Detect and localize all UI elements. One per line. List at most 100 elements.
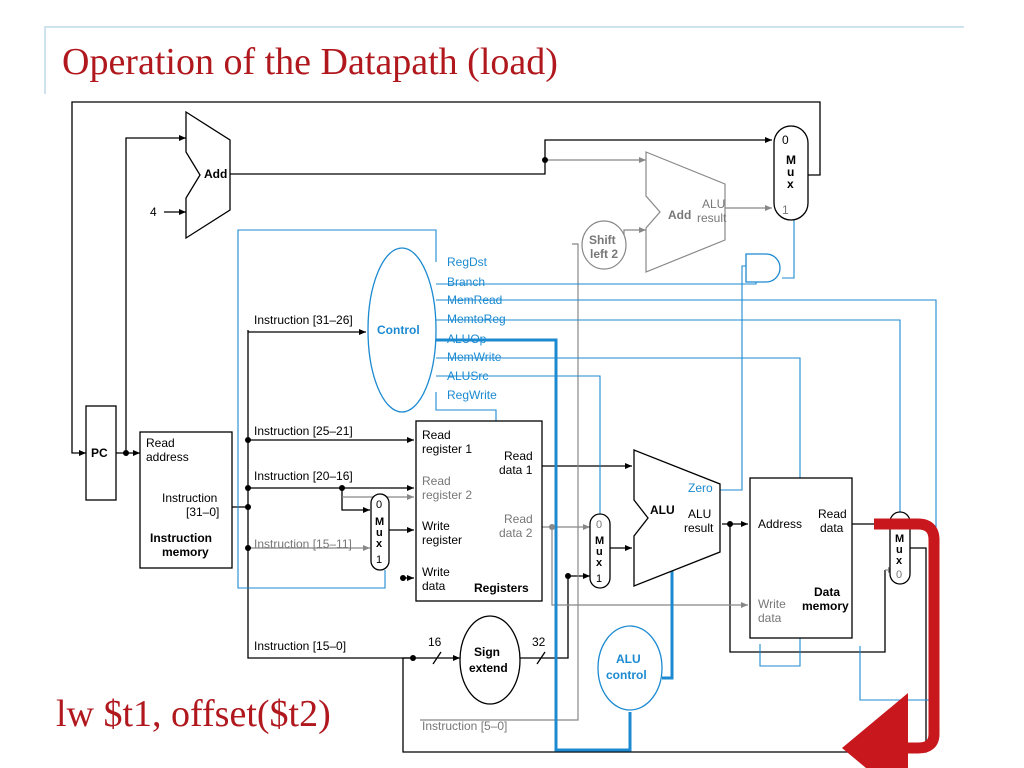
shift-label-2: left 2 xyxy=(590,247,618,261)
dmem-address: Address xyxy=(758,517,802,531)
signal-aluop: ALUOp xyxy=(447,332,487,346)
pc-mux-0: 0 xyxy=(782,133,789,147)
signal-regdst: RegDst xyxy=(447,255,488,269)
signal-memread: MemRead xyxy=(447,293,502,307)
field-25-21: Instruction [25–21] xyxy=(254,424,353,438)
shift-label-1: Shift xyxy=(589,233,616,247)
imem-instruction: Instruction xyxy=(162,491,217,505)
main-alu xyxy=(633,449,721,587)
slide-title: Operation of the Datapath (load) xyxy=(62,41,558,83)
alu-zero: Zero xyxy=(688,481,713,495)
reg-wd-b: data xyxy=(422,579,446,593)
instruction-memory xyxy=(139,431,233,569)
dmem-name-2: memory xyxy=(802,599,849,613)
alu-result-a: ALU xyxy=(688,507,711,521)
reg-rr1-b: register 1 xyxy=(422,442,472,456)
imem-name-1: Instruction xyxy=(150,531,212,545)
pc-register xyxy=(85,405,117,501)
alu-name: ALU xyxy=(650,503,675,517)
reg-rr1-a: Read xyxy=(422,428,451,442)
shift-left-2 xyxy=(581,220,627,270)
pc-adder xyxy=(185,110,231,240)
load-highlight-arrow xyxy=(842,518,940,768)
dmem-read-a: Read xyxy=(818,507,847,521)
imem-name-2: memory xyxy=(162,545,209,559)
constant-four: 4 xyxy=(150,205,157,219)
dmem-read-b: data xyxy=(820,521,844,535)
reg-wr-b: register xyxy=(422,533,462,547)
pc-label: PC xyxy=(91,446,108,460)
alumux-1: 1 xyxy=(596,573,602,585)
pc-mux-1: 1 xyxy=(782,203,789,217)
reg-wd-a: Write xyxy=(422,565,450,579)
alumux-0: 0 xyxy=(596,519,602,531)
signal-alusrc: ALUSrc xyxy=(447,369,488,383)
pc-mux-x: x xyxy=(787,177,794,191)
alusrc-mux xyxy=(589,513,611,589)
memmux-0: 0 xyxy=(896,569,902,581)
bus-slash-16 xyxy=(432,651,442,665)
reg-rd1-a: Read xyxy=(504,449,533,463)
reg-rd2-a: Read xyxy=(504,512,533,526)
regmux-0: 0 xyxy=(376,499,382,511)
junction-dots xyxy=(123,157,733,661)
regmux-m: M xyxy=(375,516,384,528)
reg-rd2-b: data 2 xyxy=(499,526,533,540)
branch-adder xyxy=(645,151,726,273)
field-15-0: Instruction [15–0] xyxy=(254,639,346,653)
pc-adder-label: Add xyxy=(204,167,227,181)
reg-name: Registers xyxy=(474,581,529,595)
regmux-x: x xyxy=(376,538,383,550)
pc-mux-u: u xyxy=(787,165,794,179)
branch-and-gate xyxy=(745,253,781,283)
memmux-x: x xyxy=(896,555,903,567)
bus-slash-32 xyxy=(536,651,546,665)
field-5-0: Instruction [5–0] xyxy=(422,719,507,733)
regmux-u: u xyxy=(376,527,383,539)
instruction-caption: lw $t1, offset($t2) xyxy=(56,693,331,735)
dmem-name-1: Data xyxy=(814,585,840,599)
register-file xyxy=(415,420,543,602)
title-accent-left xyxy=(44,26,46,94)
imem-bits: [31–0] xyxy=(186,505,219,519)
signal-branch: Branch xyxy=(447,275,485,289)
regmux-1: 1 xyxy=(376,554,382,566)
sign-extend xyxy=(459,615,521,705)
branch-result-label: result xyxy=(697,211,727,225)
control-label: Control xyxy=(377,323,420,337)
title-accent-top xyxy=(44,26,964,28)
pc-mux-m: M xyxy=(786,153,796,167)
aluctl-label-1: ALU xyxy=(616,652,641,666)
bits-in: 16 xyxy=(428,635,442,649)
alu-result-b: result xyxy=(684,521,714,535)
alumux-u: u xyxy=(596,546,603,558)
aluctl-label-2: control xyxy=(606,668,647,682)
memmux-m: M xyxy=(895,533,904,545)
bits-out: 32 xyxy=(532,635,546,649)
field-31-26: Instruction [31–26] xyxy=(254,313,353,327)
reg-wr-a: Write xyxy=(422,519,450,533)
memtoreg-mux xyxy=(889,511,911,585)
regdst-mux xyxy=(370,493,390,571)
branch-alu-label: ALU xyxy=(702,197,725,211)
control-wires xyxy=(237,212,937,752)
branch-adder-label: Add xyxy=(668,208,691,222)
reg-rr2-b: register 2 xyxy=(422,488,472,502)
signal-regwrite: RegWrite xyxy=(447,388,497,402)
field-20-16: Instruction [20–16] xyxy=(254,469,353,483)
reg-rd1-b: data 1 xyxy=(499,463,533,477)
alumux-x: x xyxy=(596,557,603,569)
pc-source-mux xyxy=(773,125,809,221)
signext-label-1: Sign xyxy=(474,645,500,659)
memmux-u: u xyxy=(896,544,903,556)
imem-address: address xyxy=(146,450,189,464)
reg-rr2-a: Read xyxy=(422,474,451,488)
alumux-m: M xyxy=(595,535,604,547)
signal-memwrite: MemWrite xyxy=(447,350,502,364)
signal-memtoreg: MemtoReg xyxy=(447,312,506,326)
alu-control xyxy=(597,625,663,711)
dmem-write-b: data xyxy=(758,611,782,625)
signext-label-2: extend xyxy=(469,661,508,675)
imem-read: Read xyxy=(146,436,175,450)
